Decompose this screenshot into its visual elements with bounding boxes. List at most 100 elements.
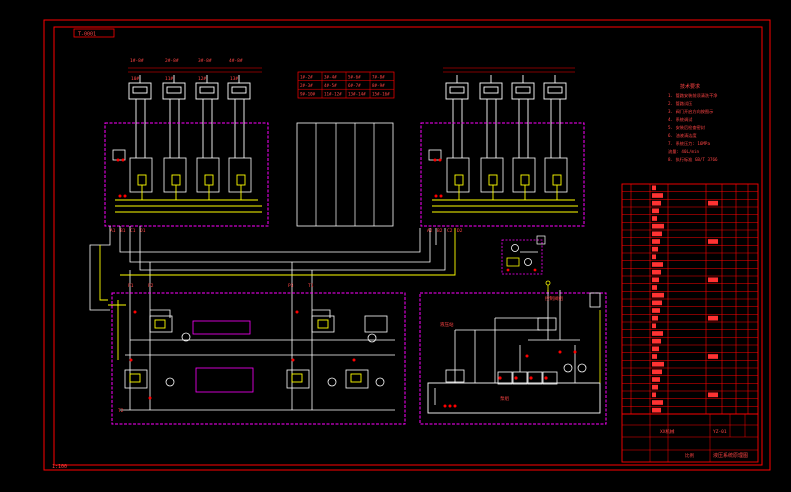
- note-9: 8. 执行标准 GB/T 3766: [668, 156, 718, 163]
- title-company: XX机械: [660, 428, 675, 435]
- parts-row-glyph: [652, 400, 663, 405]
- parts-row-glyph: [652, 384, 658, 390]
- note-5: 5. 安装后检查密封: [668, 124, 705, 131]
- table-r1c4: 7#-8#: [372, 75, 385, 80]
- lower-label-p2: P2: [148, 283, 154, 289]
- parts-row-glyph: [652, 323, 656, 329]
- table-r3c3: 13#-14#: [348, 92, 366, 97]
- parts-row-glyph: [652, 331, 663, 336]
- interconnect-lines: [89, 226, 446, 311]
- note-6: 6. 油液清洁度: [668, 132, 697, 139]
- table-r2c1: 2#-3#: [300, 83, 313, 88]
- parts-row-glyph: [652, 346, 659, 352]
- left-header-3: 3#-8#: [198, 58, 212, 64]
- left-top-unit-group: 1#-8# 2#-8# 3#-8# 4#-8#: [104, 58, 269, 234]
- center-reference-table: 1#-2# 3#-4# 5#-6# 7#-8# 2#-3# 4#-5# 6#-7…: [296, 71, 395, 227]
- center-column-block: [296, 122, 394, 227]
- note-3: 3. 阀门开启方向按图示: [668, 108, 713, 115]
- right-bus-c: C2: [447, 228, 453, 234]
- table-r3c2: 11#-12#: [324, 92, 342, 97]
- lower-label-t2: T2: [118, 408, 124, 414]
- parts-row-glyph: [652, 208, 659, 214]
- parts-row-glyph: [708, 200, 718, 206]
- sheet-label: 1:100: [52, 464, 67, 470]
- left-unit-label-1: 10#: [131, 76, 139, 82]
- note-1: 1. 管路安装前须清洗干净: [668, 92, 717, 99]
- parts-row-glyph: [708, 392, 718, 398]
- panel-label-3: 控制阀组: [545, 295, 563, 302]
- right-valve-box: [420, 122, 585, 227]
- table-r2c2: 4#-5#: [324, 83, 337, 88]
- lower-label-t1: T1: [308, 283, 314, 289]
- parts-row-glyph: [652, 277, 659, 283]
- parts-row-glyph: [652, 377, 660, 382]
- left-unit-label-2: 11#: [165, 76, 173, 82]
- parts-row-glyph: [652, 407, 661, 413]
- lower-label-p1: P1: [128, 283, 134, 289]
- parts-row-glyph: [652, 231, 662, 237]
- parts-row-glyph: [708, 315, 718, 321]
- left-unit-label-4: 13#: [230, 76, 238, 82]
- note-2: 2. 管路试压: [668, 100, 692, 107]
- left-valve-box: [104, 122, 269, 227]
- corner-tag-box: [73, 28, 115, 38]
- parts-row-glyph: [652, 254, 656, 260]
- power-unit-box: 液压站 泵组 控制阀组: [419, 280, 607, 425]
- table-r3c4: 15#-16#: [372, 92, 390, 97]
- parts-row-glyph: [652, 308, 660, 313]
- title-sheet-code: YZ-01: [713, 429, 727, 435]
- parts-row-glyph: [652, 262, 663, 267]
- parts-row-glyph: [652, 285, 657, 290]
- table-r2c4: 8#-9#: [372, 83, 385, 88]
- parts-row-glyph: [652, 369, 662, 375]
- parts-row-glyph: [652, 354, 657, 359]
- outer-frame: [43, 19, 771, 471]
- panel-label-1: 液压站: [440, 321, 454, 328]
- table-r2c3: 6#-7#: [348, 83, 361, 88]
- lower-left-hydraulic-box: P1 P2 P3 T1 T2: [108, 283, 406, 425]
- note-8: 流量: 40L/min: [668, 148, 700, 155]
- parts-row-glyph: [652, 223, 664, 229]
- parts-row-glyph: [708, 239, 718, 244]
- technical-notes: 技术要求 1. 管路安装前须清洗干净 2. 管路试压 3. 阀门开启方向按图示 …: [668, 83, 718, 163]
- left-bus-a: A1: [110, 228, 116, 234]
- right-bus-b: B2: [437, 228, 443, 234]
- note-7: 7. 系统压力: 16MPa: [668, 140, 710, 147]
- parts-row-glyph: [652, 315, 658, 321]
- lower-label-p3: P3: [288, 283, 294, 289]
- title-drawing-name: 液压系统原理图: [713, 452, 748, 459]
- parts-row-glyph: [652, 193, 663, 198]
- left-header-4: 4#-8#: [229, 58, 243, 64]
- left-header-1: 1#-8#: [130, 58, 144, 64]
- parts-row-glyph: [652, 246, 658, 252]
- accumulator-cluster: [501, 235, 546, 275]
- panel-label-2: 泵组: [500, 395, 509, 402]
- table-r1c3: 5#-6#: [348, 75, 361, 80]
- title-block: XX机械 比例 液压系统原理图 YZ-01: [621, 413, 759, 463]
- parts-row-glyph: [652, 185, 656, 191]
- right-top-unit-group: A2 B2 C2 D2: [420, 67, 585, 234]
- note-4: 4. 系统调试: [668, 116, 693, 123]
- parts-row-glyph: [652, 269, 661, 275]
- left-unit-label-3: 12#: [198, 76, 206, 82]
- parts-row-glyph: [652, 292, 664, 298]
- notes-title: 技术要求: [680, 83, 700, 90]
- title-scale: 比例: [685, 452, 694, 459]
- table-r1c1: 1#-2#: [300, 75, 313, 80]
- parts-row-glyph: [652, 338, 661, 344]
- inner-frame: [53, 26, 763, 466]
- parts-row-glyph: [652, 216, 657, 221]
- left-bus-d: D1: [140, 228, 146, 234]
- parts-row-glyph: [652, 200, 661, 206]
- left-bus-b: B1: [120, 228, 126, 234]
- parts-row-glyph: [652, 239, 660, 244]
- parts-row-glyph: [708, 277, 718, 283]
- parts-row-glyph: [652, 300, 662, 306]
- table-r1c2: 3#-4#: [324, 75, 337, 80]
- parts-row-glyph: [652, 392, 656, 398]
- table-r3c1: 9#-10#: [300, 92, 316, 97]
- parts-row-glyph: [652, 361, 664, 367]
- parts-list-table: [621, 183, 759, 415]
